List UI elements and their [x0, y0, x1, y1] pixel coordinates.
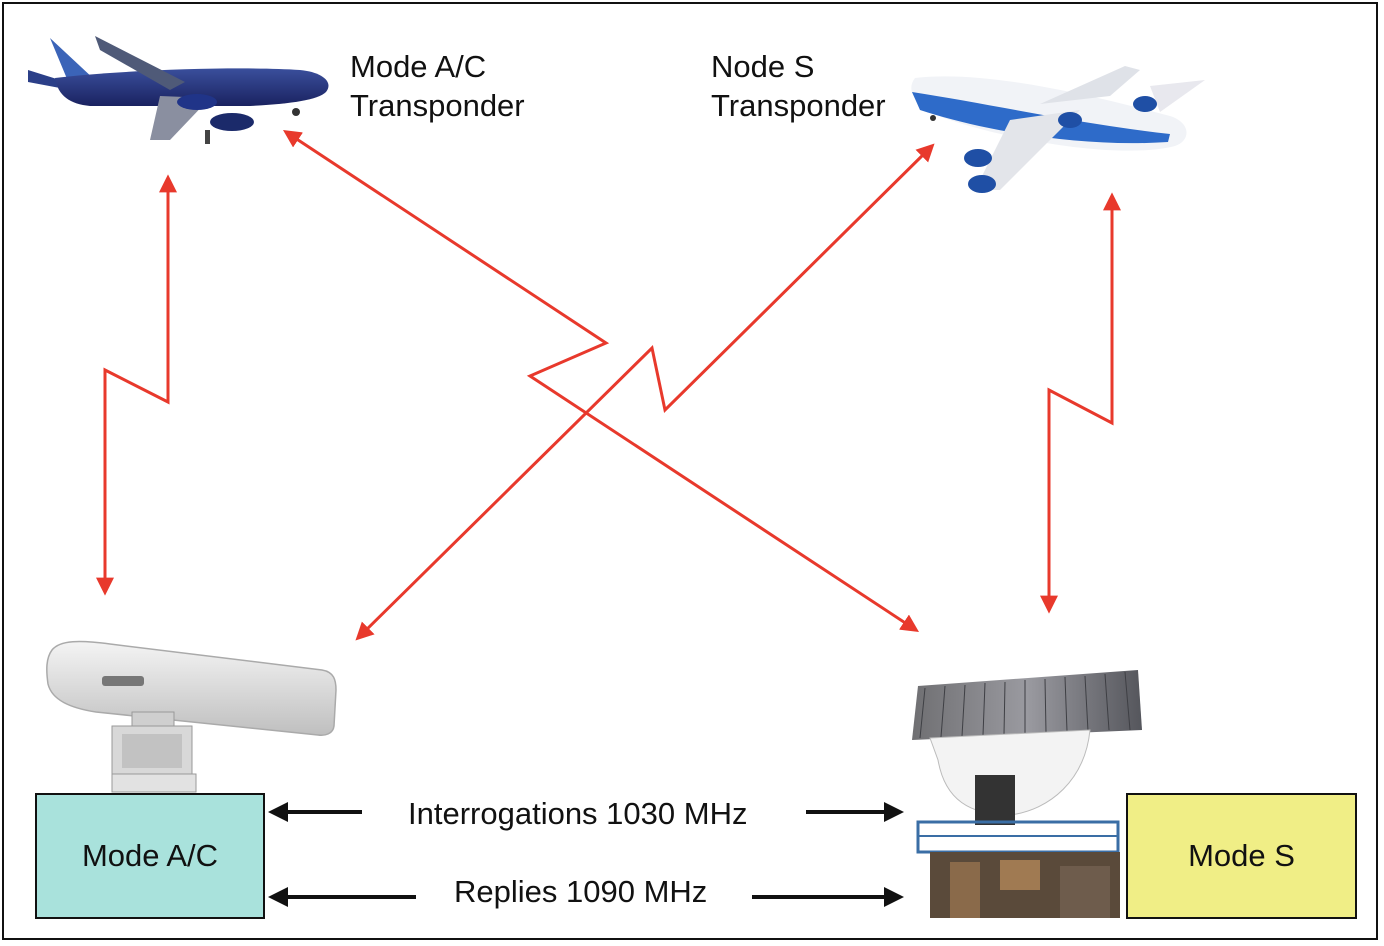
jumbo-jet-icon — [911, 66, 1205, 193]
label-mode-ac-transponder: Mode A/C Transponder — [350, 47, 525, 125]
link-left-vertical — [96, 174, 177, 596]
airliner-icon — [28, 36, 329, 144]
link-right-vertical — [1040, 192, 1121, 614]
link-diagonal-s-to-ac — [355, 143, 935, 641]
label-replies: Replies 1090 MHz — [454, 874, 708, 909]
label-mode-ac-line2: Transponder — [350, 88, 525, 123]
mode-s-box-label: Mode S — [1188, 838, 1295, 873]
radar-antenna-icon — [46, 640, 337, 793]
label-node-s-line2: Transponder — [711, 88, 886, 123]
label-mode-ac-line1: Mode A/C — [350, 49, 487, 84]
label-node-s-transponder: Node S Transponder — [711, 47, 886, 125]
mode-s-box: Mode S — [1126, 793, 1357, 919]
mode-ac-box-label: Mode A/C — [81, 838, 219, 873]
link-diagonal-ac-to-s — [282, 130, 920, 632]
label-interrogations: Interrogations 1030 MHz — [408, 796, 748, 831]
mode-ac-box: Mode A/C — [35, 793, 265, 919]
label-node-s-line1: Node S — [711, 49, 815, 84]
radar-tower-icon — [912, 670, 1142, 918]
